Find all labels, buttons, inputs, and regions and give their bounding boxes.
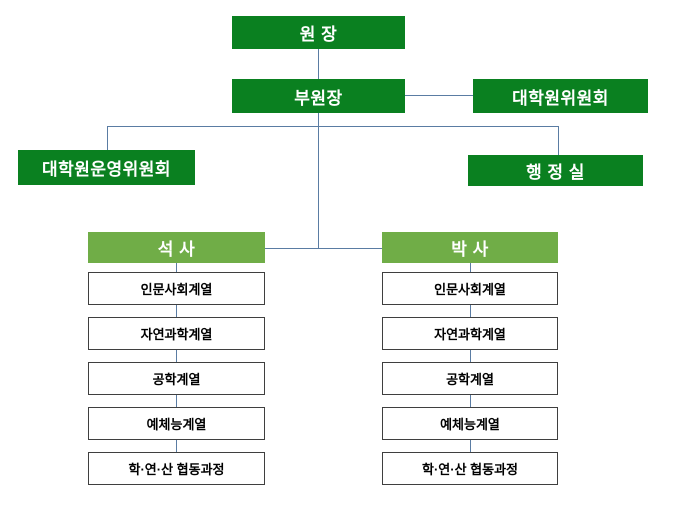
connector-deputy-to-committee — [405, 95, 473, 96]
node-doctorate-program[interactable]: 자연과학계열 — [382, 317, 558, 350]
connector-director-to-deputy — [318, 49, 319, 79]
connector-doctorate-link-3 — [470, 395, 471, 407]
connector-masters-link-2 — [176, 350, 177, 362]
node-deputy-director[interactable]: 부원장 — [232, 79, 405, 113]
node-masters[interactable]: 석 사 — [88, 232, 265, 263]
connector-masters-doctorate-bar — [265, 248, 383, 249]
connector-doctorate-link-1 — [470, 305, 471, 317]
connector-masters-link-3 — [176, 395, 177, 407]
connector-doctorate-spine — [470, 263, 471, 272]
connector-side-committees-bar — [107, 126, 559, 127]
node-masters-program[interactable]: 공학계열 — [88, 362, 265, 395]
node-doctorate-program[interactable]: 예체능계열 — [382, 407, 558, 440]
connector-doctorate-link-4 — [470, 440, 471, 452]
connector-masters-spine — [176, 263, 177, 272]
node-graduate-school-operating-committee[interactable]: 대학원운영위원회 — [18, 150, 195, 185]
node-doctorate[interactable]: 박 사 — [382, 232, 558, 263]
node-masters-program[interactable]: 예체능계열 — [88, 407, 265, 440]
node-doctorate-program[interactable]: 인문사회계열 — [382, 272, 558, 305]
node-masters-program[interactable]: 자연과학계열 — [88, 317, 265, 350]
connector-to-administration-office — [558, 126, 559, 155]
connector-doctorate-link-2 — [470, 350, 471, 362]
connector-masters-link-4 — [176, 440, 177, 452]
node-masters-program[interactable]: 인문사회계열 — [88, 272, 265, 305]
node-doctorate-program[interactable]: 공학계열 — [382, 362, 558, 395]
connector-deputy-main-spine — [318, 113, 319, 248]
node-graduate-school-committee[interactable]: 대학원위원회 — [473, 79, 648, 113]
node-masters-program[interactable]: 학·연·산 협동과정 — [88, 452, 265, 485]
node-administration-office[interactable]: 행 정 실 — [468, 155, 643, 186]
connector-to-operating-committee — [107, 126, 108, 150]
node-director[interactable]: 원 장 — [232, 16, 405, 49]
connector-masters-link-1 — [176, 305, 177, 317]
node-doctorate-program[interactable]: 학·연·산 협동과정 — [382, 452, 558, 485]
